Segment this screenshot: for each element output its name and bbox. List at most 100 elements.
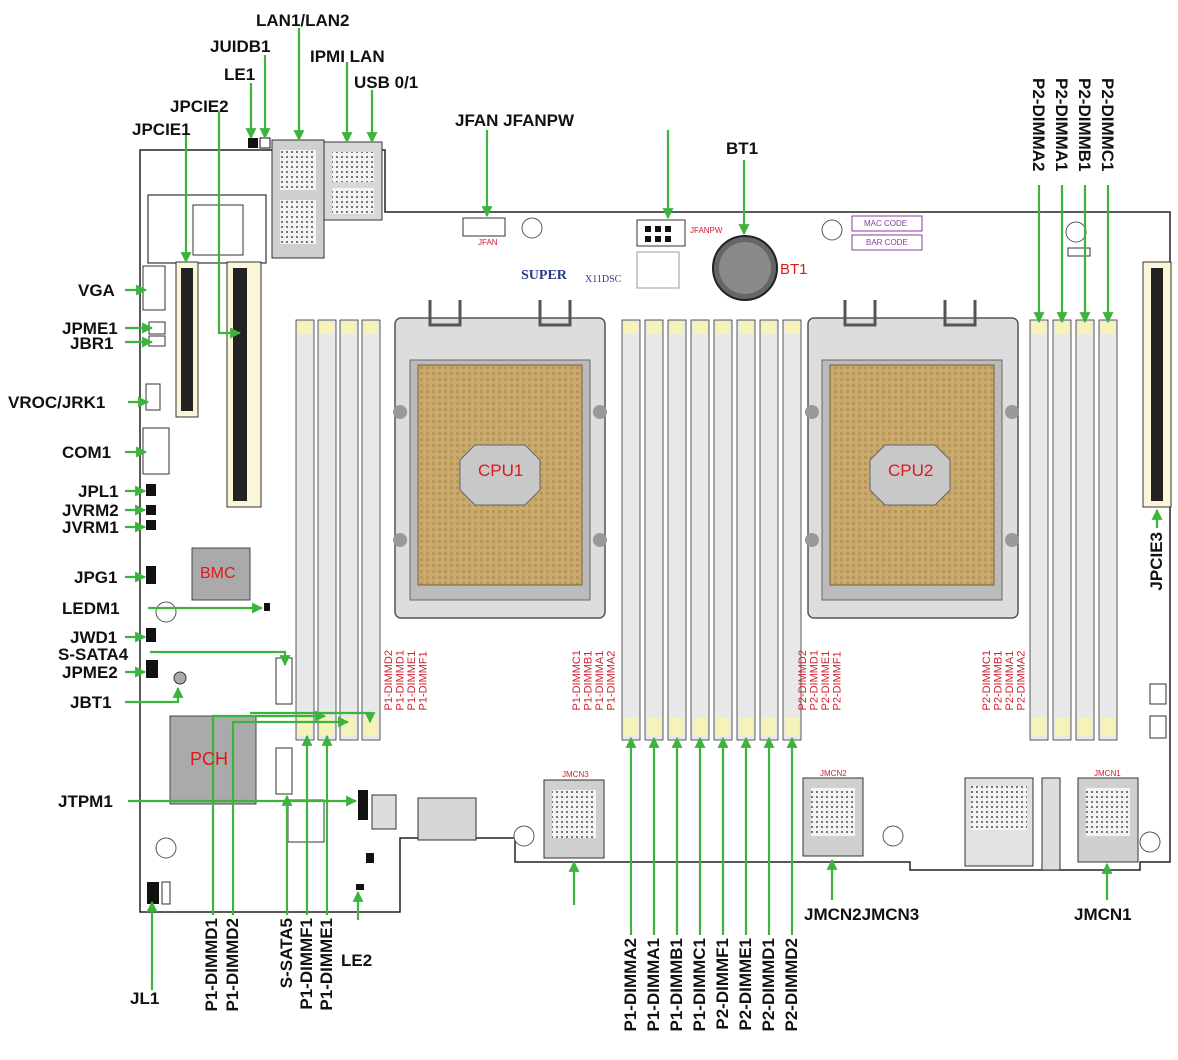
- jvrm2-header: [146, 505, 156, 515]
- p2-left-group-labels: P2-DIMMD2 P2-DIMMD1 P2-DIMME1 P2-DIMMF1: [797, 650, 844, 711]
- silk-jmcn3: JMCN3: [562, 770, 589, 779]
- label-p2dimma1: P2-DIMMA1: [1052, 78, 1071, 172]
- brand-logo: SUPER: [521, 268, 567, 283]
- label-p1dimme1: P1-DIMME1: [317, 918, 336, 1011]
- silk-p1dimme1: P1-DIMME1: [406, 650, 419, 711]
- label-p2dimme1: P2-DIMME1: [736, 938, 755, 1031]
- label-vroc: VROC/JRK1: [8, 393, 106, 412]
- label-p1dimmc1: P1-DIMMC1: [690, 938, 709, 1032]
- label-jpcie2: JPCIE2: [170, 97, 229, 116]
- vga-header: [142, 265, 166, 311]
- label-p2dimmb1: P2-DIMMB1: [1075, 78, 1094, 172]
- label-juidb1: JUIDB1: [210, 37, 271, 56]
- jfan-header: [462, 217, 506, 237]
- silk-p1dimmd2: P1-DIMMD2: [383, 650, 395, 711]
- bmc-chip: [191, 547, 251, 601]
- label-p1dimmd2: P1-DIMMD2: [223, 918, 242, 1012]
- label-jbt1: JBT1: [70, 693, 112, 712]
- bmc-label: BMC: [200, 565, 236, 582]
- label-p1dimma1: P1-DIMMA1: [644, 938, 663, 1032]
- jvrm1-header: [146, 520, 156, 530]
- label-jpg1: JPG1: [74, 568, 118, 587]
- label-ipmi: IPMI LAN: [310, 47, 385, 66]
- label-p2dimmd1: P2-DIMMD1: [759, 938, 778, 1032]
- label-ssata5: S-SATA5: [277, 918, 296, 989]
- label-jl1: JL1: [130, 989, 160, 1008]
- silk-p1dimmd1: P1-DIMMD1: [394, 650, 407, 711]
- jl1-header: [147, 882, 159, 904]
- label-p1dimma2: P1-DIMMA2: [621, 938, 640, 1032]
- jpg1-header: [146, 566, 156, 584]
- ssata5-connector: [275, 747, 293, 795]
- silk-jfanpw: JFANPW: [690, 226, 723, 235]
- p1-left-group-labels: P1-DIMMD2 P1-DIMMD1 P1-DIMME1 P1-DIMMF1: [383, 650, 430, 711]
- label-vga: VGA: [78, 281, 115, 300]
- label-jpl1: JPL1: [78, 482, 119, 501]
- silk-p2dimmf1: P2-DIMMF1: [831, 651, 844, 711]
- silk-p1dimmb1: P1-DIMMB1: [582, 650, 595, 711]
- bar-code-label: [851, 234, 923, 251]
- silk-p2dimmd1: P2-DIMMD1: [808, 650, 821, 711]
- bar-code-text: BAR CODE: [866, 238, 908, 247]
- dimm-group-center: [621, 319, 802, 741]
- bt1-board-label: BT1: [780, 261, 808, 278]
- label-lan: LAN1/LAN2: [256, 11, 350, 30]
- jbt1-jumper: [173, 671, 187, 685]
- jtpm1-header: [358, 790, 368, 820]
- silk-jmcn1: JMCN1: [1094, 769, 1121, 778]
- silk-p1dimma2: P1-DIMMA2: [605, 650, 618, 711]
- cpu2-socket: [805, 300, 1019, 619]
- label-p1dimmd1: P1-DIMMD1: [202, 918, 221, 1012]
- silk-p1dimmc1: P1-DIMMC1: [571, 650, 583, 711]
- jpme2-header: [146, 660, 158, 678]
- label-p2dimmd2: P2-DIMMD2: [782, 938, 801, 1032]
- label-jbr1: JBR1: [70, 334, 114, 353]
- jfanpw-header: [636, 219, 686, 247]
- silk-p2dimme1: P2-DIMME1: [820, 650, 833, 711]
- silk-p1dimma1: P1-DIMMA1: [594, 650, 607, 711]
- silk-p2dimmb1: P2-DIMMB1: [992, 650, 1005, 711]
- dimm-group-p1-left: [295, 319, 381, 741]
- jwd1-header: [146, 628, 156, 642]
- silk-p2dimmd2: P2-DIMMD2: [797, 650, 809, 711]
- silk-p2dimmc1: P2-DIMMC1: [981, 650, 993, 711]
- silk-jmcn2: JMCN2: [820, 769, 847, 778]
- label-jpme2: JPME2: [62, 663, 118, 682]
- mac-code-label: [851, 215, 923, 232]
- label-com1: COM1: [62, 443, 112, 462]
- pch-label: PCH: [190, 749, 229, 769]
- silk-p1dimmf1: P1-DIMMF1: [417, 651, 430, 711]
- com1-header: [142, 427, 170, 475]
- label-jpcie3: JPCIE3: [1147, 532, 1166, 591]
- label-jvrm2: JVRM2: [62, 501, 119, 520]
- label-ssata4: S-SATA4: [58, 645, 129, 664]
- cpu1-label: CPU1: [478, 461, 524, 480]
- label-p2dimmc1: P2-DIMMC1: [1098, 78, 1117, 172]
- silk-p2dimma1: P2-DIMMA1: [1004, 650, 1017, 711]
- label-p1dimmf1: P1-DIMMF1: [297, 918, 316, 1010]
- model-text: X11DSC: [585, 274, 622, 285]
- label-p2dimma2: P2-DIMMA2: [1029, 78, 1048, 172]
- ledm1-led: [264, 603, 270, 611]
- label-le1: LE1: [224, 65, 256, 84]
- mac-code-text: MAC CODE: [864, 219, 908, 228]
- label-p1dimmb1: P1-DIMMB1: [667, 938, 686, 1032]
- label-p2dimmf1: P2-DIMMF1: [713, 938, 732, 1030]
- label-jmcn2jmcn3: JMCN2JMCN3: [804, 905, 920, 924]
- dimm-group-p2-right: [1029, 319, 1118, 741]
- jpl1-header: [146, 484, 156, 496]
- label-jvrm1: JVRM1: [62, 518, 119, 537]
- silk-p2dimma2: P2-DIMMA2: [1015, 650, 1028, 711]
- cpu1-socket: [393, 300, 607, 619]
- label-bt1: BT1: [726, 139, 759, 158]
- label-jpcie1: JPCIE1: [132, 120, 191, 139]
- silk-jfan: JFAN: [478, 238, 498, 247]
- jrk1-header: [145, 383, 161, 411]
- p2-right-group-labels: P2-DIMMC1 P2-DIMMB1 P2-DIMMA1 P2-DIMMA2: [981, 650, 1028, 711]
- label-ledm1: LEDM1: [62, 599, 120, 618]
- label-le2: LE2: [341, 951, 373, 970]
- io-bracket: [147, 194, 267, 264]
- label-jpme1: JPME1: [62, 319, 118, 338]
- le2-led: [356, 884, 364, 890]
